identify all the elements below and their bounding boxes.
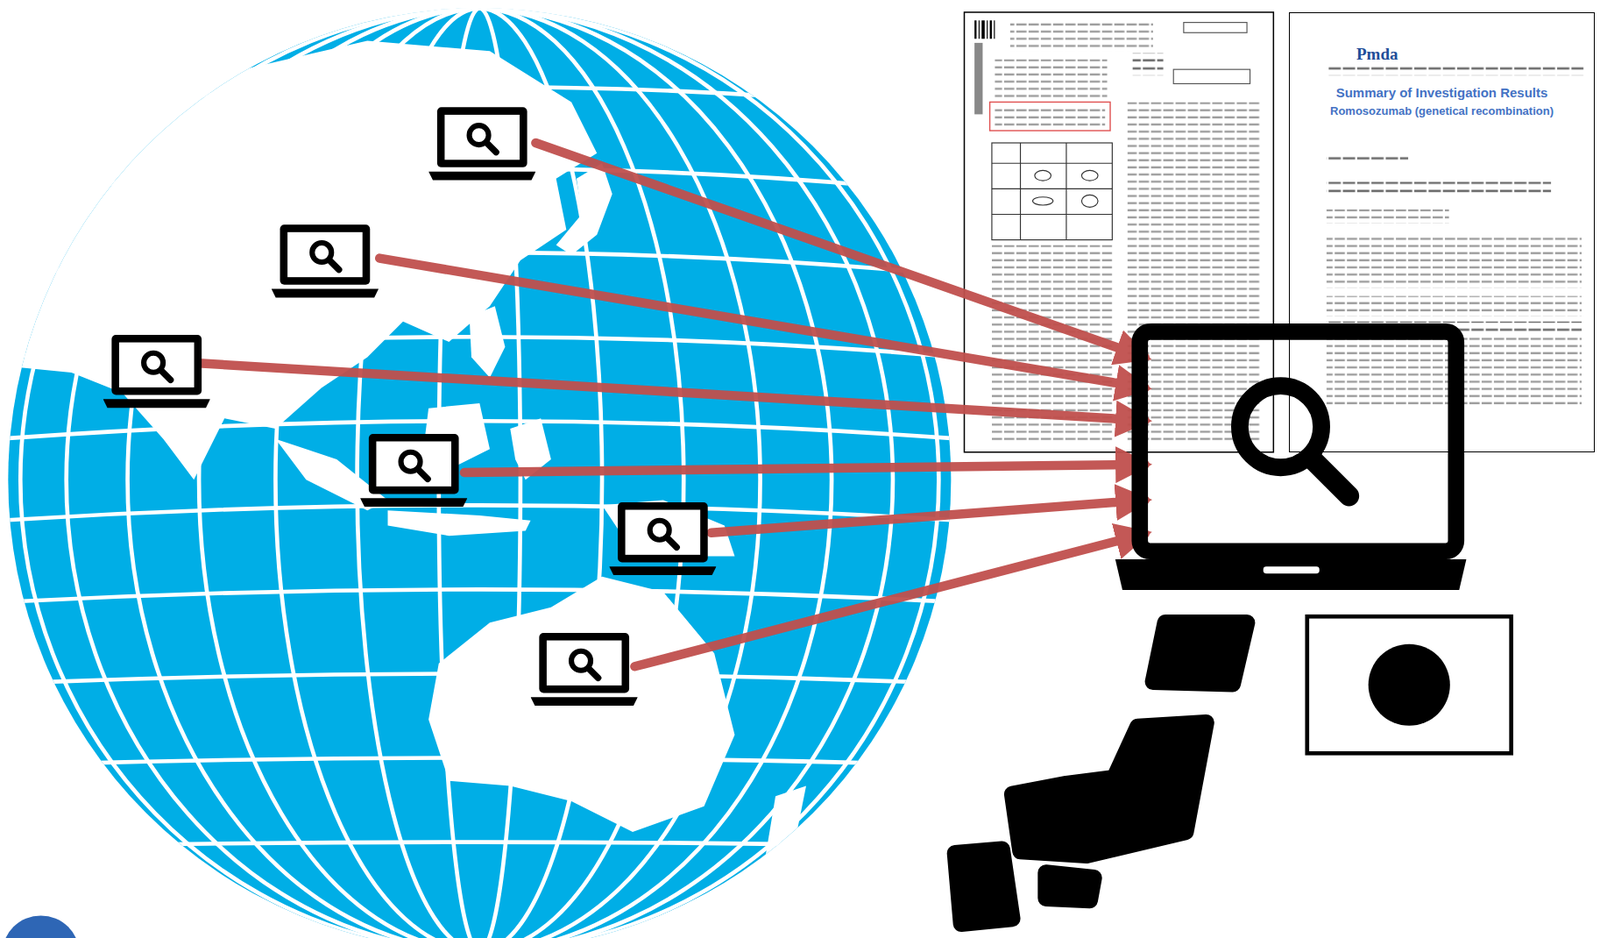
laptop-icons bbox=[103, 106, 717, 706]
document-page: PmdaSummary of Investigation ResultsRomo… bbox=[1288, 12, 1595, 453]
logo-circle bbox=[1, 914, 80, 938]
large-laptop bbox=[1115, 331, 1467, 590]
search-arrows bbox=[202, 142, 1146, 666]
japan-flag bbox=[1307, 615, 1512, 753]
document-title: Summary of Investigation Results bbox=[1289, 84, 1594, 100]
japan-silhouette bbox=[955, 622, 1247, 923]
agency-logo-text: Pmda bbox=[1356, 44, 1399, 64]
barcode bbox=[974, 20, 995, 39]
document-subtitle: Romosozumab (genetical recombination) bbox=[1289, 104, 1594, 118]
